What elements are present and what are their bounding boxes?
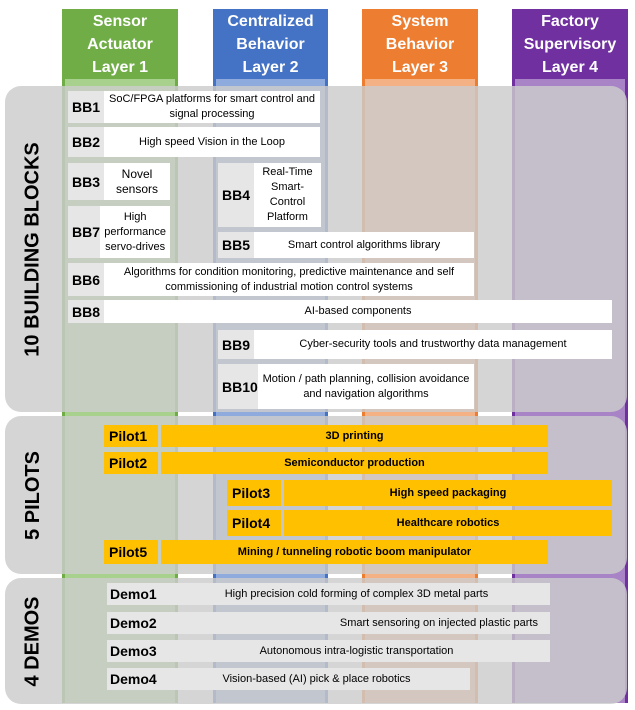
demo-id: Demo3 bbox=[107, 640, 163, 662]
building-block-bb2: BB2 High speed Vision in the Loop bbox=[68, 127, 320, 157]
pilot-text: 3D printing bbox=[161, 425, 548, 447]
layer4-header: Factory Supervisory Layer 4 bbox=[512, 9, 628, 79]
layer3-header: System Behavior Layer 3 bbox=[362, 9, 478, 79]
demos-label: 4 DEMOS bbox=[5, 578, 61, 704]
layer3-title-line3: Layer 3 bbox=[391, 58, 449, 76]
demo-3: Demo3 Autonomous intra-logistic transpor… bbox=[107, 640, 550, 662]
bb-text: Smart control algorithms library bbox=[287, 238, 441, 251]
bb-id: BB1 bbox=[68, 91, 104, 123]
layer3-title-line2: Behavior bbox=[385, 35, 455, 53]
bb-text: High performance servo-drives bbox=[104, 210, 167, 253]
pilot-text: Semiconductor production bbox=[161, 452, 548, 474]
building-block-bb3: BB3 Novel sensors bbox=[68, 163, 170, 200]
demos-label-text: 4 DEMOS bbox=[21, 595, 44, 687]
pilots-label-text: 5 PILOTS bbox=[21, 450, 44, 540]
layer2-title-line1: Centralized bbox=[227, 12, 314, 30]
bb-id: BB7 bbox=[68, 206, 101, 258]
bb-id: BB9 bbox=[218, 330, 254, 359]
layer3-title-line1: System bbox=[391, 12, 449, 30]
demo-2: Demo2 Smart sensoring on injected plasti… bbox=[107, 612, 550, 634]
demo-text: Autonomous intra-logistic transportation bbox=[163, 640, 550, 662]
bb-text: Novel sensors bbox=[115, 166, 159, 196]
bb-id: BB2 bbox=[68, 127, 104, 157]
pilots-label: 5 PILOTS bbox=[5, 416, 61, 574]
bb-id: BB3 bbox=[68, 163, 104, 200]
pilot-3: Pilot3 High speed packaging bbox=[227, 480, 612, 506]
building-block-bb1: BB1 SoC/FPGA platforms for smart control… bbox=[68, 91, 320, 123]
layer4-title-line3: Layer 4 bbox=[541, 58, 599, 76]
bb-text: Real-Time Smart-Control Platform bbox=[262, 166, 313, 223]
pilot-2: Pilot2 Semiconductor production bbox=[104, 452, 548, 474]
demo-id: Demo4 bbox=[107, 668, 163, 690]
pilot-text: Mining / tunneling robotic boom manipula… bbox=[161, 540, 548, 564]
building-block-bb8: BB8 AI-based components bbox=[68, 300, 612, 323]
pilot-text: High speed packaging bbox=[284, 480, 612, 506]
building-block-bb5: BB5 Smart control algorithms library bbox=[218, 232, 474, 258]
pilot-1: Pilot1 3D printing bbox=[104, 425, 548, 447]
pilot-4: Pilot4 Healthcare robotics bbox=[227, 510, 612, 536]
pilot-5: Pilot5 Mining / tunneling robotic boom m… bbox=[104, 540, 548, 564]
bb-text: Cyber-security tools and trustworthy dat… bbox=[299, 338, 567, 350]
bb-text: SoC/FPGA platforms for smart control and… bbox=[108, 93, 316, 120]
bb-text: Algorithms for condition monitoring, pre… bbox=[123, 265, 455, 293]
demo-text: Vision-based (AI) pick & place robotics bbox=[163, 668, 470, 690]
building-blocks-label: 10 BUILDING BLOCKS bbox=[5, 86, 61, 412]
layer1-title-line3: Layer 1 bbox=[91, 58, 149, 76]
demo-text: Smart sensoring on injected plastic part… bbox=[163, 612, 550, 634]
layer1-header: Sensor Actuator Layer 1 bbox=[62, 9, 178, 79]
layer1-title-line2: Actuator bbox=[87, 35, 153, 53]
bb-text: High speed Vision in the Loop bbox=[139, 135, 285, 148]
building-block-bb7: BB7 High performance servo-drives bbox=[68, 206, 170, 258]
demo-id: Demo2 bbox=[107, 612, 163, 634]
demo-id: Demo1 bbox=[107, 583, 163, 605]
pilot-id: Pilot1 bbox=[104, 425, 158, 447]
bb-id: BB5 bbox=[218, 232, 254, 258]
demo-4: Demo4 Vision-based (AI) pick & place rob… bbox=[107, 668, 470, 690]
pilot-text: Healthcare robotics bbox=[284, 510, 612, 536]
demo-text: High precision cold forming of complex 3… bbox=[163, 583, 550, 605]
building-block-bb10: BB10 Motion / path planning, collision a… bbox=[218, 364, 474, 409]
layer4-title-line1: Factory bbox=[541, 12, 599, 30]
building-block-bb9: BB9 Cyber-security tools and trustworthy… bbox=[218, 330, 612, 359]
bb-text: Motion / path planning, collision avoida… bbox=[262, 372, 470, 400]
demo-1: Demo1 High precision cold forming of com… bbox=[107, 583, 550, 605]
bb-id: BB8 bbox=[68, 300, 104, 323]
bb-id: BB6 bbox=[68, 263, 104, 296]
bb-id: BB10 bbox=[218, 364, 258, 409]
layer2-title-line2: Behavior bbox=[236, 35, 305, 53]
pilot-id: Pilot2 bbox=[104, 452, 158, 474]
layer1-title-line1: Sensor bbox=[92, 12, 148, 30]
building-blocks-label-text: 10 BUILDING BLOCKS bbox=[21, 141, 44, 357]
layer2-header: Centralized Behavior Layer 2 bbox=[213, 9, 328, 79]
pilot-id: Pilot3 bbox=[227, 480, 281, 506]
building-block-bb6: BB6 Algorithms for condition monitoring,… bbox=[68, 263, 474, 296]
layer2-title-line3: Layer 2 bbox=[242, 58, 299, 76]
pilot-id: Pilot4 bbox=[227, 510, 281, 536]
pilot-id: Pilot5 bbox=[104, 540, 158, 564]
building-block-bb4: BB4 Real-Time Smart-Control Platform bbox=[218, 163, 321, 227]
bb-text: AI-based components bbox=[304, 305, 412, 317]
bb-id: BB4 bbox=[218, 163, 254, 227]
layer4-title-line2: Supervisory bbox=[523, 35, 617, 53]
